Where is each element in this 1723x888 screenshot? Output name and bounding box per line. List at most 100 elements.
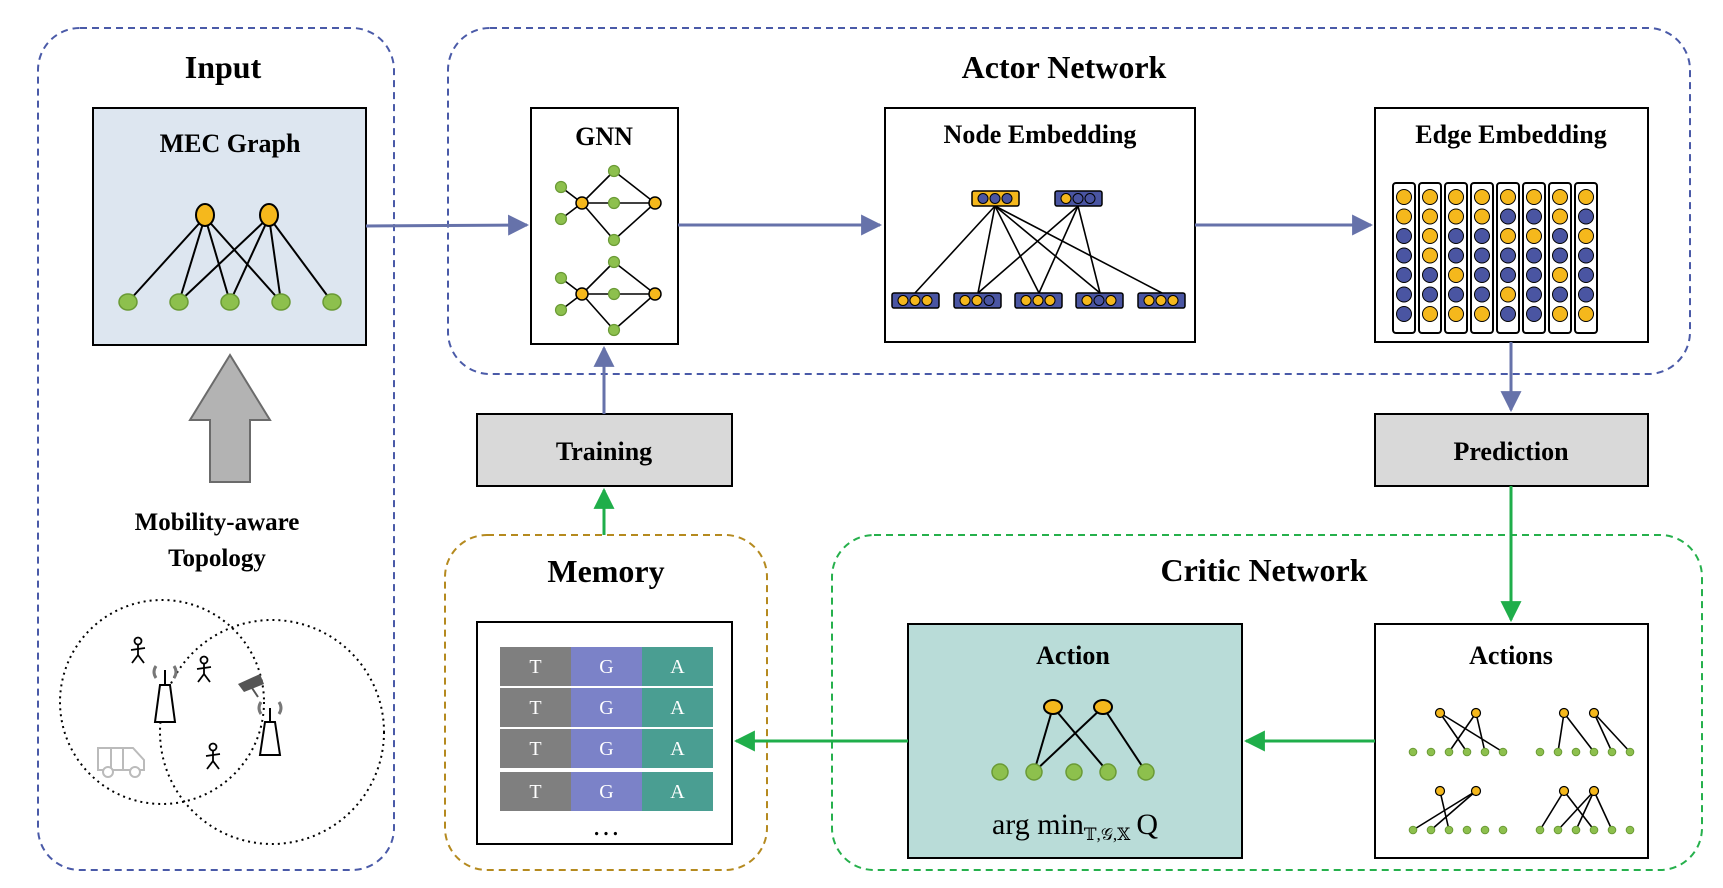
topology-label-line1: Mobility-aware [135,509,300,536]
candidate-edge [1593,712,1613,753]
memory-region [444,534,768,871]
action-server-node [1043,699,1063,715]
action-title: Action [1036,641,1110,670]
candidate-user-node [1535,825,1545,835]
edge-embedding-cell [1448,189,1464,205]
edge-embedding-cell [1500,286,1516,303]
memory-cell [571,729,642,768]
embedding-chip [1054,190,1103,207]
embedding-chip [1075,292,1124,309]
edge-embedding-cell [1578,286,1594,303]
candidate-user-node [1408,747,1418,757]
edge-embedding-cell [1448,247,1464,264]
candidate-user-node [1625,747,1635,757]
candidate-edge [1430,790,1477,831]
edge-embedding-cell [1474,267,1490,283]
edge-embedding-cell [1552,228,1568,244]
person-icon [130,636,146,664]
edge-embedding-cell [1552,306,1568,322]
embedding-chip [1014,292,1063,309]
memory-cell [571,647,642,686]
action-user-nodes [991,763,1155,781]
candidate-edge [1563,790,1595,831]
action-graph-edges [1033,706,1147,773]
edge-embedding-cell [1526,267,1542,283]
edge-embedding-cell [1500,267,1516,283]
edge-embedding-cell [1578,267,1594,283]
edge-embedding-cell [1448,228,1464,244]
candidate-user-node [1571,825,1581,835]
edge-embedding-cell [1422,267,1438,283]
edge-embedding-cell [1396,306,1412,322]
edge-embedding-cell [1552,267,1568,283]
candidate-edge [1593,790,1613,831]
base-station-icon [257,701,283,756]
edge-embedding-cell [1448,286,1464,303]
memory-cell-text: A [670,697,685,719]
person-icon [196,655,212,683]
input-region [37,27,395,871]
embedding-chip [953,292,1002,309]
candidate-server-node [1558,707,1570,719]
critic-network-region [831,534,1703,871]
mec-server-node [195,203,215,227]
edge-embedding-cell [1448,208,1464,225]
edge-embedding-cell [1396,267,1412,283]
memory-cell-text: T [529,781,541,803]
edge-embedding-cell [1526,247,1542,264]
edge-embedding-cell [1500,189,1516,205]
gnn-title: GNN [575,122,633,151]
topology-to-graph-arrow [188,353,272,483]
edge-embedding-cell [1578,228,1594,244]
memory-cell [500,729,571,768]
edge-embedding-cell [1396,286,1412,303]
base-station-icon [152,665,178,723]
mec-graph-title: MEC Graph [160,129,301,158]
candidate-user-node [1553,747,1563,757]
candidate-server-node [1470,707,1482,719]
memory-cell-text: A [670,738,685,760]
edge-embedding-cell [1500,228,1516,244]
candidate-edge [1439,712,1468,753]
edge-embedding-cell [1474,189,1490,205]
node-embedding-title: Node Embedding [944,120,1137,149]
candidate-edge [1575,790,1595,831]
edge-embedding-cell [1578,208,1594,225]
edge-embedding-cell [1396,247,1412,264]
memory-cell-text: G [599,781,613,803]
candidate-server-node [1434,785,1446,797]
edge-embedding-cell [1526,208,1542,225]
memory-cell-text: A [670,656,685,678]
coverage-circle [59,599,265,805]
memory-cell-text: G [599,697,613,719]
edge-embedding-cell [1552,208,1568,225]
candidate-edge [1439,712,1504,753]
edge-embedding-cell [1422,306,1438,322]
edge-embedding-cell [1552,247,1568,264]
candidate-user-node [1426,825,1436,835]
mec-graph-edges [127,216,333,303]
input-region-title: Input [185,49,262,85]
edge-embedding-cell [1448,306,1464,322]
critic-network-title: Critic Network [1160,552,1367,588]
candidate-user-node [1408,825,1418,835]
edge-embedding-cell [1578,189,1594,205]
actions-title: Actions [1469,641,1553,670]
edge-embedding-cell [1526,189,1542,205]
candidate-edge [1475,712,1486,753]
memory-cell [642,729,713,768]
candidate-user-node [1553,825,1563,835]
edge-embedding-cell [1422,208,1438,225]
embedding-chip [1137,292,1186,309]
edge-embedding-cell [1396,228,1412,244]
memory-cell-text: T [529,697,541,719]
candidate-user-node [1444,747,1454,757]
memory-cell-text: T [529,738,541,760]
camera-icon [238,674,264,698]
embedding-chip [891,292,940,309]
memory-title: Memory [547,553,664,589]
action-server-node [1093,699,1113,715]
training-box [476,413,733,487]
